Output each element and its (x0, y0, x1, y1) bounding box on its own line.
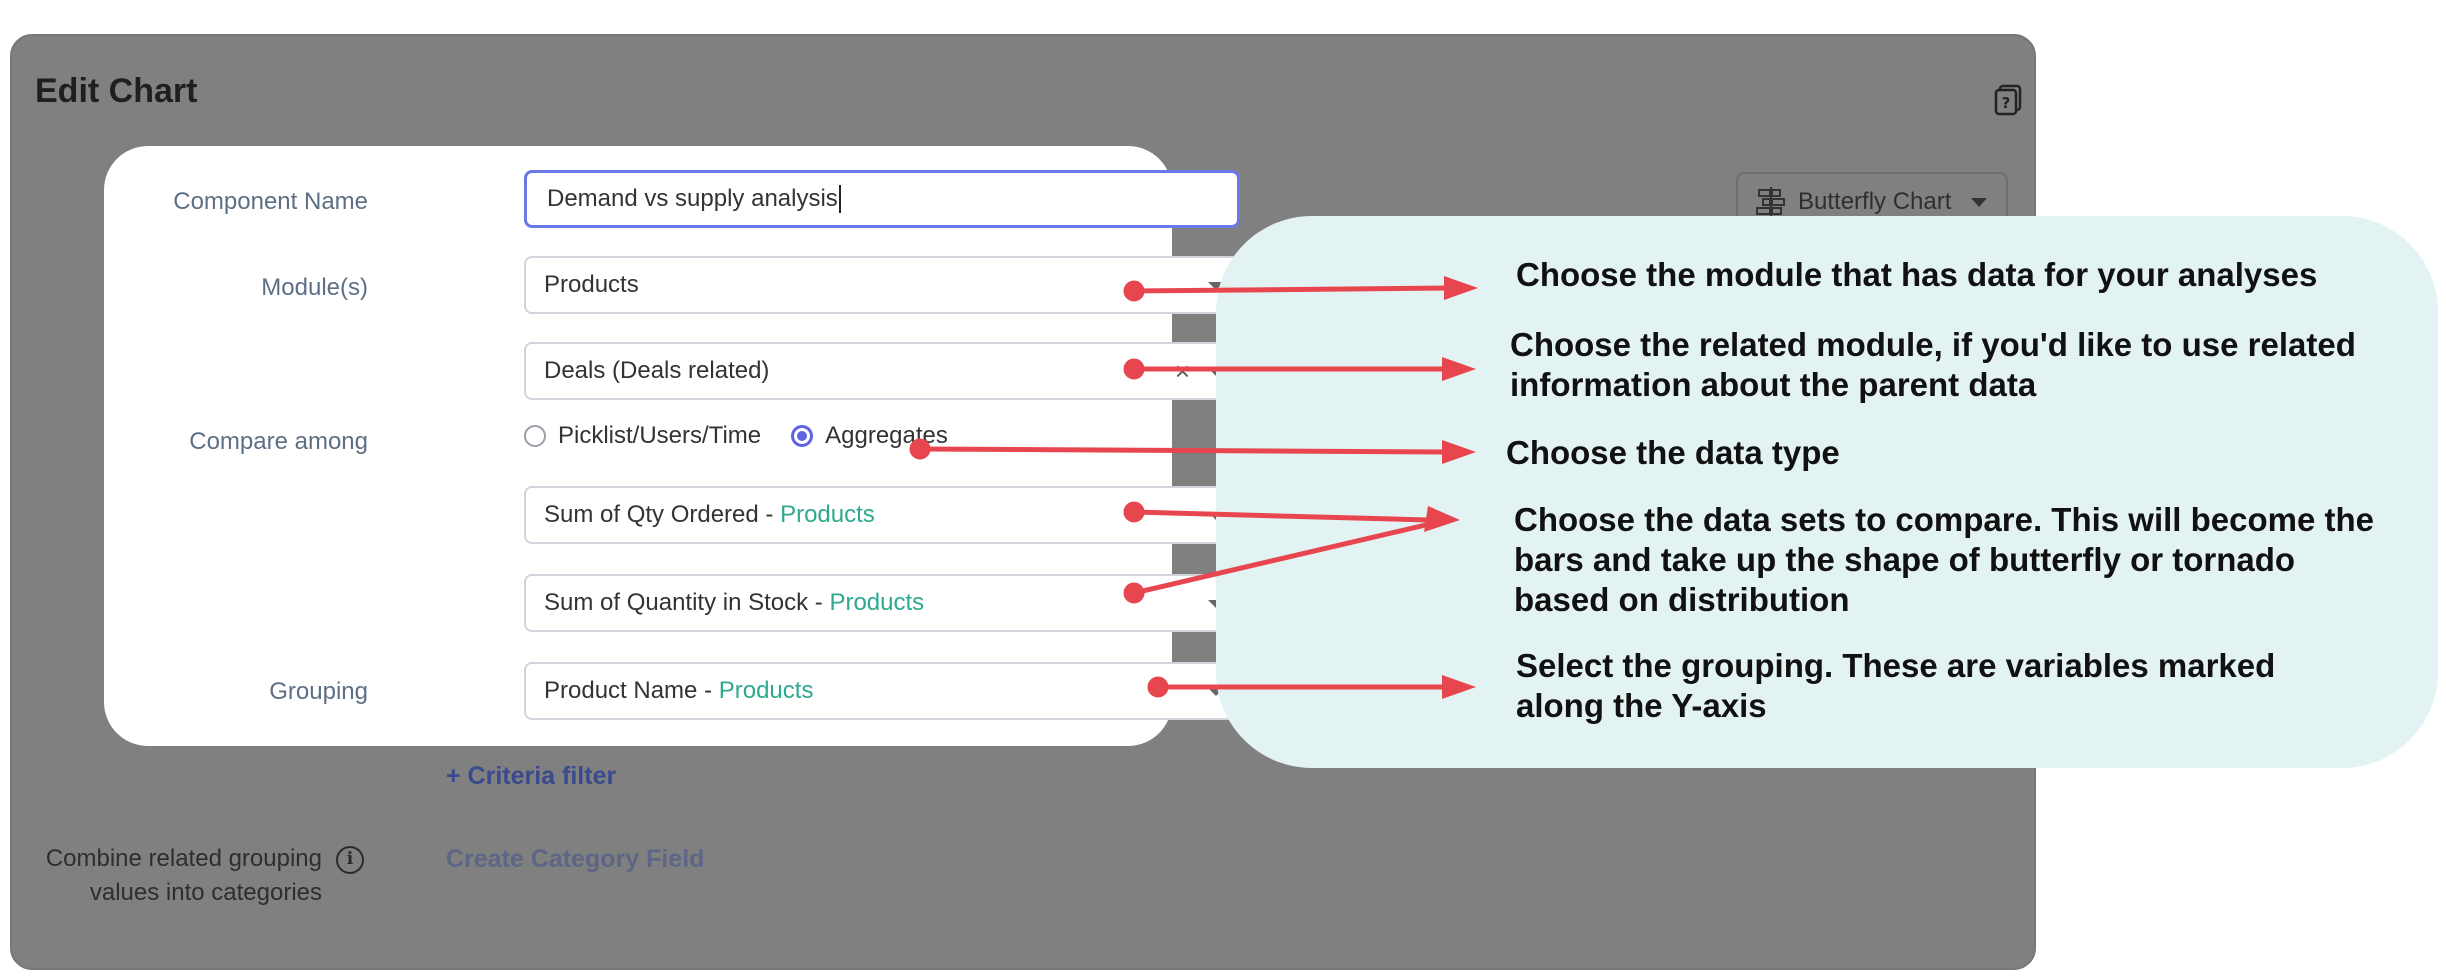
annotation-grouping-2: along the Y-axis (1516, 687, 1767, 724)
svg-text:?: ? (2002, 94, 2011, 112)
dataset-2-module: Products (829, 589, 925, 616)
help-icon[interactable]: ? (1994, 84, 2024, 116)
annotation-datasets-3: based on distribution (1514, 581, 1850, 618)
annotation-data-type: Choose the data type (1506, 434, 1840, 471)
grouping-module: Products (718, 677, 814, 704)
info-icon[interactable]: i (336, 846, 364, 874)
radio-aggregates[interactable] (791, 425, 814, 447)
modal-title: Edit Chart (35, 72, 198, 110)
text-cursor (838, 185, 841, 213)
annotation-related-2: information about the parent data (1510, 366, 2037, 403)
annotation-datasets-2: bars and take up the shape of butterfly … (1514, 541, 2296, 578)
modules-label: Module(s) (261, 274, 368, 301)
chevron-down-icon (1971, 197, 1988, 207)
compare-radio-group: Picklist/Users/Time Aggregates (524, 422, 948, 450)
create-category-field-link[interactable]: Create Category Field (446, 845, 705, 873)
annotation-module: Choose the module that has data for your… (1516, 256, 2318, 293)
arrow-dataset-1 (1123, 501, 1460, 532)
annotation-datasets-1: Choose the data sets to compare. This wi… (1514, 501, 2375, 538)
compare-among-label: Compare among (189, 428, 368, 455)
arrow-data-type (909, 438, 1476, 464)
annotation-panel (1216, 216, 2438, 768)
module-value: Products (544, 271, 639, 298)
dataset-1-module: Products (780, 501, 875, 528)
grouping-label: Grouping (269, 678, 368, 705)
annotation-grouping-1: Select the grouping. These are variables… (1516, 647, 2276, 684)
combine-categories-label: Combine related grouping values into cat… (45, 845, 322, 906)
grouping-select[interactable]: Product Name - Products (524, 662, 1240, 720)
annotation-related-1: Choose the related module, if you'd like… (1510, 326, 2356, 363)
component-name-label: Component Name (173, 188, 368, 215)
dataset-1-select[interactable]: Sum of Qty Ordered - Products (524, 486, 1240, 544)
radio-picklist-label: Picklist/Users/Time (558, 422, 762, 449)
arrow-grouping (1147, 675, 1476, 699)
butterfly-chart-icon (1756, 187, 1785, 217)
chevron-down-icon (1208, 688, 1224, 696)
dataset-1-field: Sum of Qty Ordered - (544, 501, 781, 528)
component-name-input[interactable]: Demand vs supply analysis (524, 170, 1240, 228)
chevron-down-icon (1208, 282, 1224, 290)
radio-picklist[interactable] (524, 425, 546, 447)
related-module-value: Deals (Deals related) (544, 357, 770, 384)
arrow-dataset-2 (1123, 521, 1431, 604)
related-module-select[interactable]: Deals (Deals related) × (524, 342, 1240, 400)
criteria-filter-link[interactable]: + Criteria filter (446, 762, 617, 790)
module-select[interactable]: Products (524, 256, 1240, 314)
component-name-value: Demand vs supply analysis (547, 185, 838, 212)
chart-form: Component Name Demand vs supply analysis… (104, 146, 1240, 746)
chart-type-label: Butterfly Chart (1798, 188, 1952, 215)
grouping-field: Product Name - (544, 677, 719, 704)
arrow-related (1123, 357, 1476, 381)
dataset-2-select[interactable]: Sum of Quantity in Stock - Products (524, 574, 1240, 632)
dataset-2-field: Sum of Quantity in Stock - (544, 589, 830, 616)
arrow-module (1123, 276, 1478, 302)
